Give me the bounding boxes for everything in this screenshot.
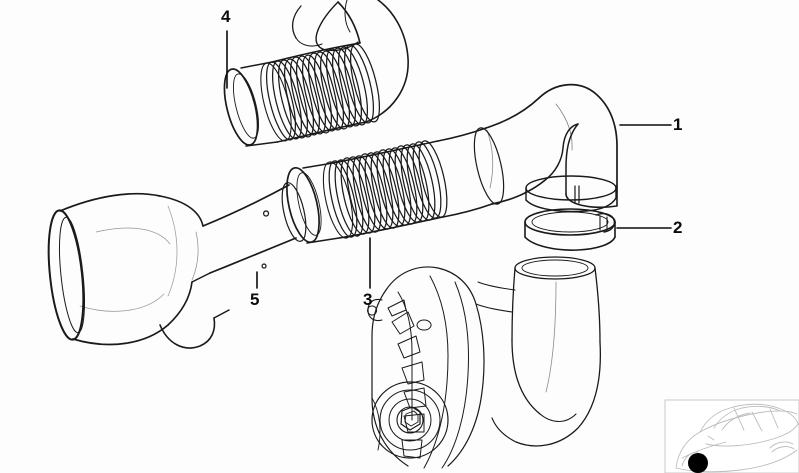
callout-number-1[interactable]: 1: [673, 115, 683, 134]
vehicle-location-marker: [688, 453, 708, 473]
part-2-hose-clamp-ring: [524, 208, 616, 251]
part-3-corrugated-hose-lower: [286, 127, 505, 244]
part-4-corrugated-hose-upper: [223, 0, 409, 147]
alternator-cooling-duct: [475, 256, 602, 447]
part-1-elbow-duct: [485, 83, 618, 213]
callout-number-2[interactable]: 2: [673, 218, 683, 237]
callout-leader-lines: [226, 30, 672, 289]
part-5-air-intake-funnel: [47, 182, 307, 349]
callout-number-5[interactable]: 5: [250, 290, 260, 309]
vehicle-locator-thumbnail: [664, 399, 799, 473]
callout-number-3[interactable]: 3: [363, 290, 373, 309]
alternator-assembly: [367, 256, 602, 469]
callout-number-4[interactable]: 4: [221, 7, 231, 26]
